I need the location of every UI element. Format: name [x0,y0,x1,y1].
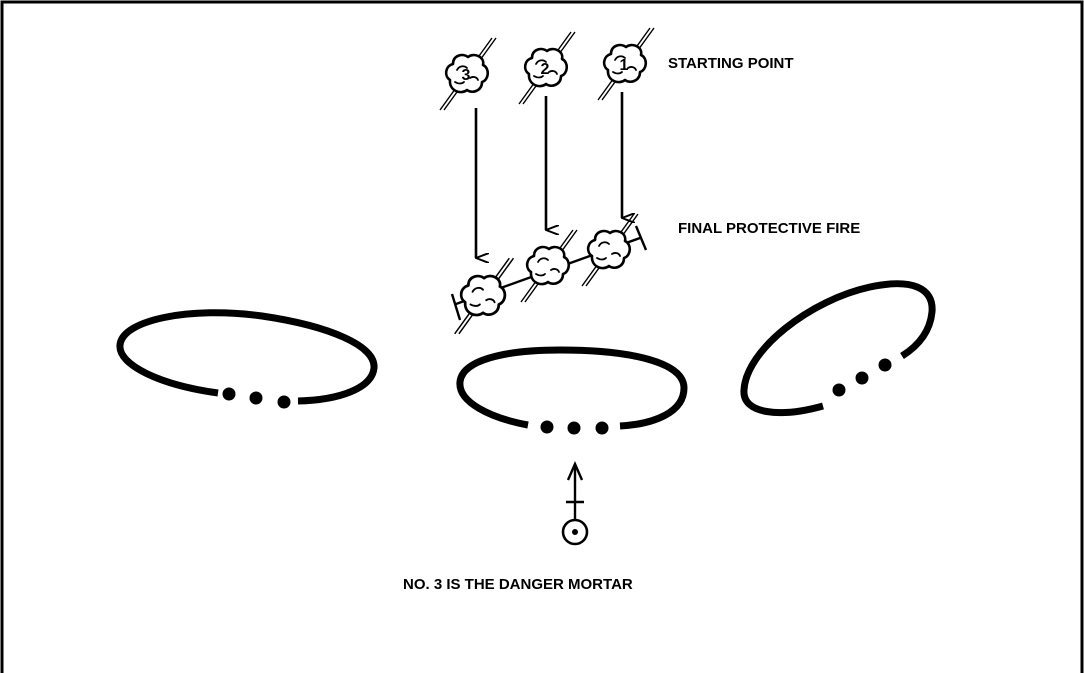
fpf-burst-3 [453,257,515,335]
mortar-position-right [740,280,936,417]
burst-number-2: 2 [541,61,550,78]
fpf-burst-1 [581,213,639,287]
mortar-position-left [116,309,378,409]
fpf-burst-2 [520,229,578,303]
mortar-position-center [456,346,688,435]
burst-number-1: 1 [620,57,629,74]
final-protective-fire-label: FINAL PROTECTIVE FIRE [678,220,860,237]
danger-mortar-caption: NO. 3 IS THE DANGER MORTAR [403,576,633,593]
starting-burst-1: 1 [597,27,655,101]
burst-number-3: 3 [462,67,471,84]
starting-point-label: STARTING POINT [668,55,794,72]
starting-burst-3: 3 [439,37,497,111]
observer-direction-symbol [561,461,589,546]
starting-burst-2: 2 [518,31,576,105]
